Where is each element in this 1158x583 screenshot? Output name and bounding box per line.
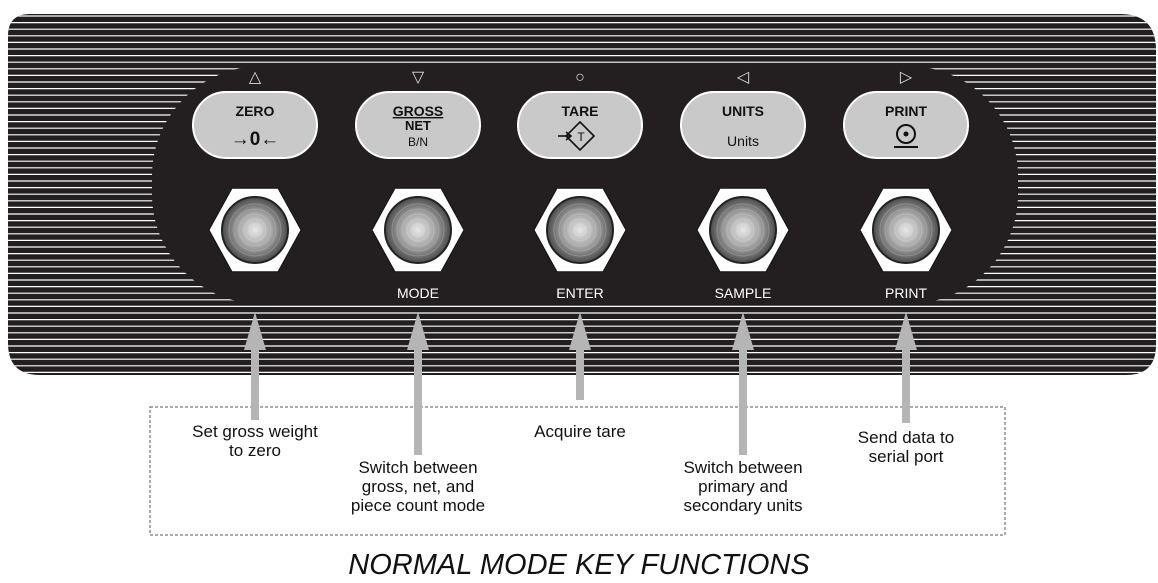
key-button-ring [884,208,928,252]
key-button-ring [553,203,607,257]
arrow-shaft [251,345,259,420]
key-button-gross[interactable] [384,196,452,264]
arrow-shaft [902,345,910,423]
key-button-ring [411,223,425,237]
key-button-units[interactable] [709,196,777,264]
callout-arrow [407,312,429,455]
key-button-ring [721,208,765,252]
key-button-zero[interactable] [221,196,289,264]
print-dot [903,131,909,137]
key-button-ring [879,203,933,257]
key-button-ring [248,223,262,237]
key-label-gross: GROSS [393,103,444,119]
print-ring [896,124,916,144]
key-sublabel2-gross: B/N [408,135,428,149]
tare-letter: T [577,130,585,144]
arrow-shaft [576,345,584,400]
callout-arrow [569,312,591,400]
arrow-head [732,312,754,350]
key-tare: ○ TARE T ENTER [517,69,643,301]
arrow-head [569,312,591,350]
key-button-ring [568,218,592,242]
key-button-ring [736,223,750,237]
arrow-shaft [739,345,747,455]
key-button-ring [238,213,272,247]
caption: NORMAL MODE KEY FUNCTIONS [348,549,810,581]
callout-text-mode: gross, net, and [362,477,474,496]
callout-box [149,406,1006,536]
key-cap-tare[interactable] [517,91,643,159]
callout-text-zero: Set gross weight [192,422,318,441]
zero-symbol-icon: →0← [231,129,280,150]
key-label-units: UNITS [722,103,764,119]
callout-arrow [244,312,266,420]
key-button-print[interactable] [872,196,940,264]
callout-text-mode: Switch between [358,458,477,477]
key-button-ring [731,218,755,242]
arrow-shaft [414,345,422,455]
callout-text-tare: Acquire tare [534,422,626,441]
key-cap-gross[interactable] [355,91,481,159]
key-button-ring [894,218,918,242]
key-button-ring [573,223,587,237]
key-button-tare[interactable] [546,196,614,264]
callout-text-units: primary and [698,477,788,496]
callout-text-print: Send data to [858,428,954,447]
key-button-ring [391,203,445,257]
arrow-head [895,312,917,350]
key-label-zero: ZERO [236,103,275,119]
key-button-ring [563,213,597,247]
circle-icon: ○ [575,69,585,86]
key-secondary-label-gross: MODE [397,285,439,301]
right-triangle-icon: ▷ [900,69,913,86]
key-button-ring [558,208,602,252]
key-button-ring [401,213,435,247]
print-symbol-icon [894,124,918,148]
callout-text-print: serial port [869,447,944,466]
left-triangle-icon: ◁ [737,69,750,86]
key-label-tare: TARE [561,103,598,119]
key-button-ring [889,213,923,247]
key-cap-units[interactable] [680,91,806,159]
callout-arrow [895,312,917,423]
key-button-ring [406,218,430,242]
tare-symbol-icon: T [558,120,596,152]
callout-arrows [244,312,917,455]
key-sublabel-units: Units [727,133,759,149]
callout-text-units: Switch between [683,458,802,477]
key-zero: △ ZERO →0← [192,69,318,273]
key-button-ring [716,203,770,257]
up-triangle-icon: △ [249,69,262,86]
arrow-head [244,312,266,350]
tare-diamond [564,120,596,152]
key-cap-zero[interactable] [192,91,318,159]
callout-text-units: secondary units [683,496,802,515]
key-button-ring [899,223,913,237]
key-secondary-label-units: SAMPLE [715,285,772,301]
key-button-ring [228,203,282,257]
callout-arrow [732,312,754,455]
key-sublabel-gross: NET [405,118,431,133]
key-secondary-label-print: PRINT [885,285,927,301]
tare-arrow-head [565,131,573,141]
callout-text-zero: to zero [229,441,281,460]
key-button-ring [396,208,440,252]
key-button-ring [243,218,267,242]
key-button-ring [726,213,760,247]
key-print: ▷ PRINT PRINT [843,69,969,301]
down-triangle-icon: ▽ [412,69,425,86]
arrow-head [407,312,429,350]
key-secondary-label-tare: ENTER [556,285,603,301]
callout-text-mode: piece count mode [351,496,485,515]
key-label-print: PRINT [885,103,927,119]
key-button-ring [233,208,277,252]
